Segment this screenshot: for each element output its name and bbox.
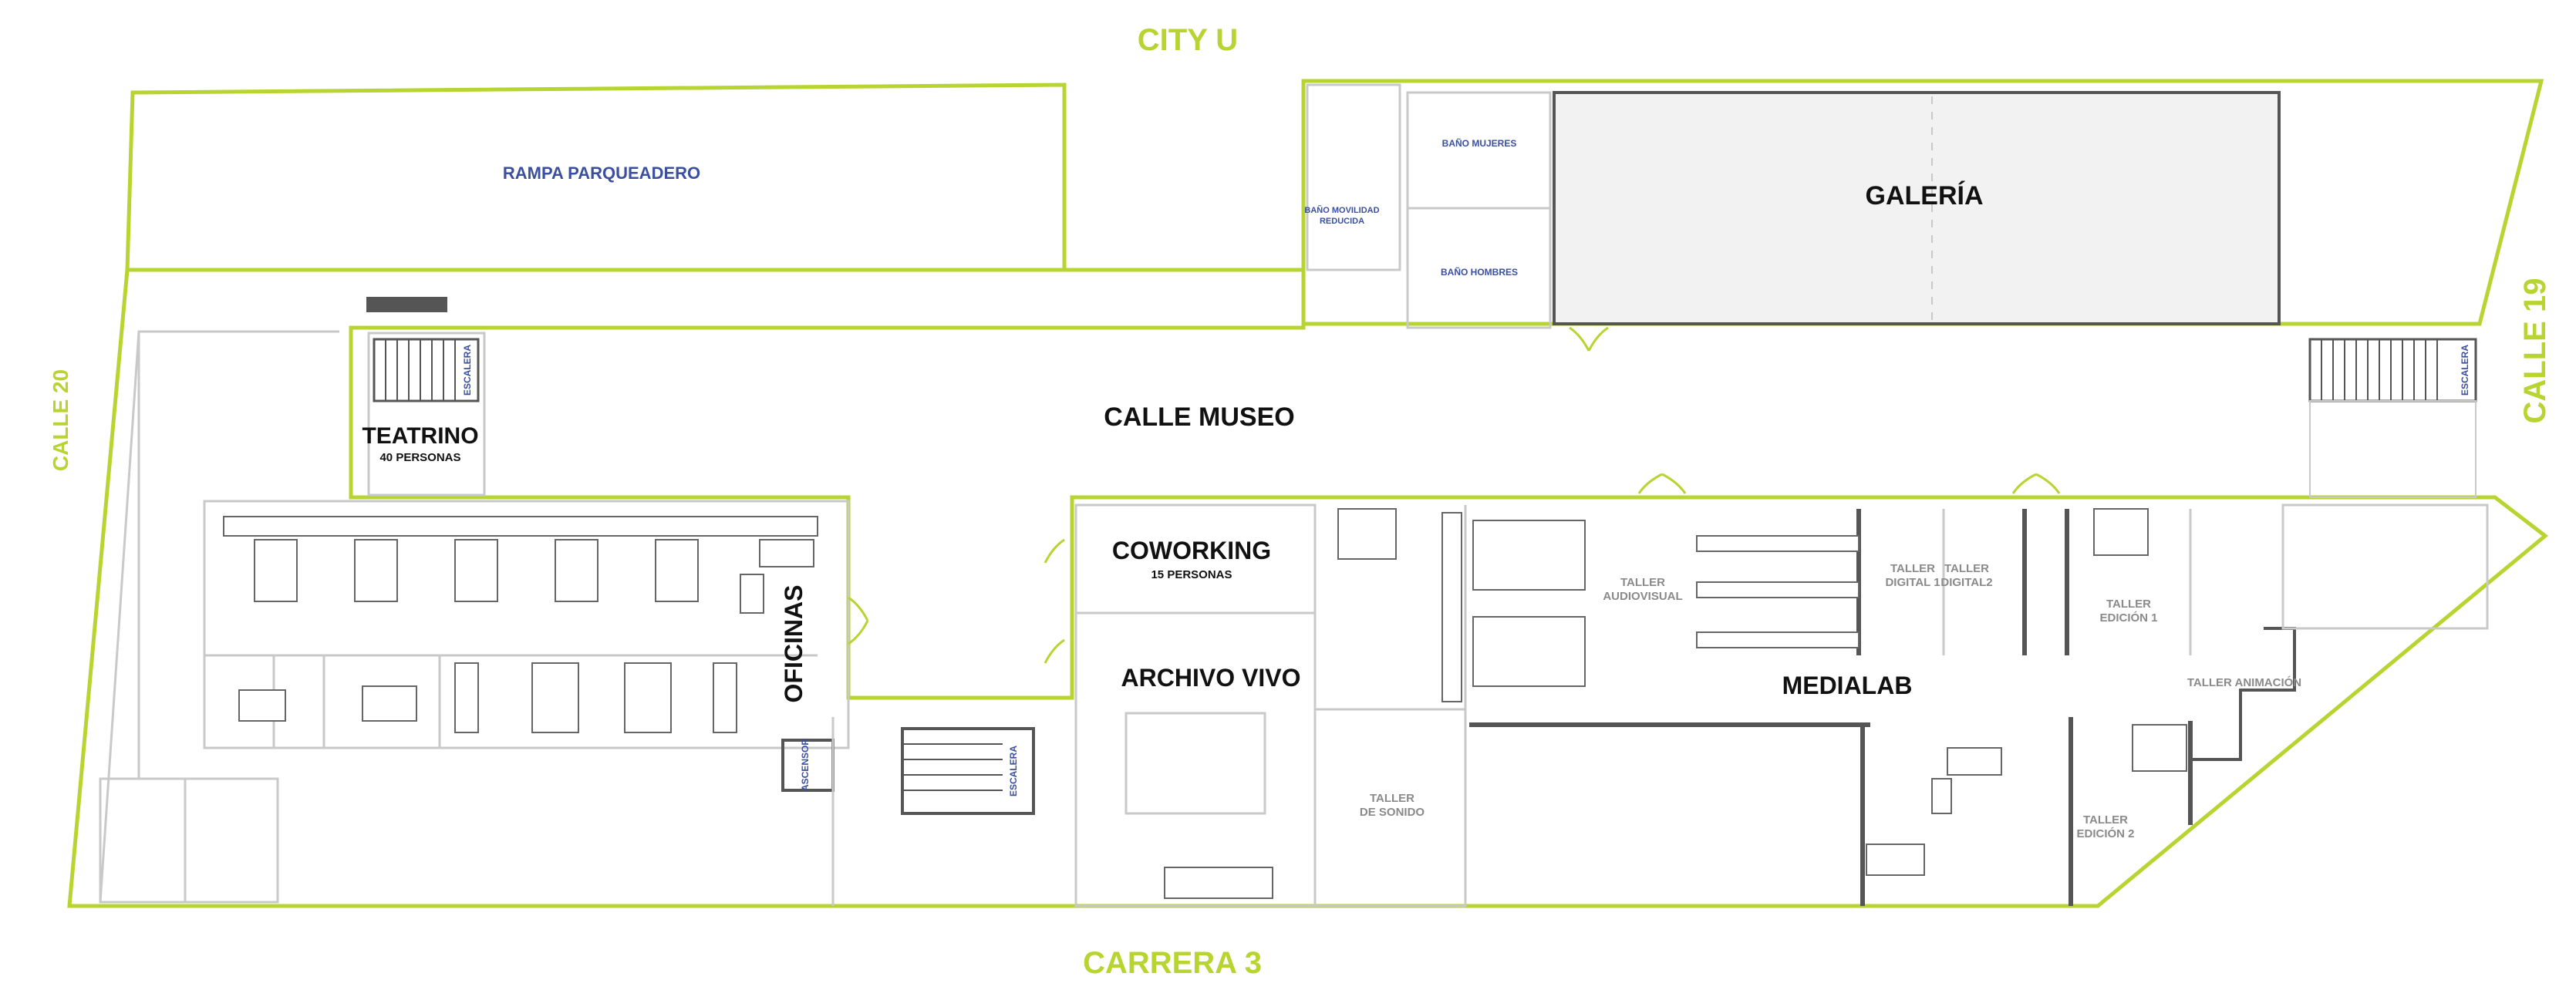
- label-taller-sonido-2: DE SONIDO: [1360, 806, 1425, 819]
- room-label-bano-movilidad-1: BAÑO MOVILIDAD: [1304, 205, 1379, 215]
- label-escalera-archivo: ESCALERA: [1008, 746, 1019, 796]
- street-label-north: CITY U: [1138, 23, 1238, 57]
- label-taller-audiovisual-1: TALLER: [1620, 576, 1665, 589]
- label-taller-edicion1-2: EDICIÓN 1: [2099, 611, 2157, 625]
- room-label-rampa: RAMPA PARQUEADERO: [503, 163, 700, 183]
- oficinas-furniture: [223, 516, 818, 733]
- label-taller-audiovisual-2: AUDIOVISUAL: [1603, 590, 1682, 603]
- label-taller-edicion2-2: EDICIÓN 2: [2076, 827, 2134, 840]
- room-capacity-teatrino: 40 PERSONAS: [379, 451, 460, 464]
- room-label-coworking: COWORKING: [1112, 537, 1271, 564]
- label-taller-edicion1-1: TALLER: [2106, 598, 2151, 611]
- room-label-teatrino: TEATRINO: [362, 423, 478, 449]
- street-label-west: CALLE 20: [49, 369, 72, 471]
- stairs-east: [2308, 338, 2477, 498]
- stairs-teatrino: [373, 338, 480, 402]
- room-label-bano-hombres: BAÑO HOMBRES: [1441, 266, 1518, 278]
- label-taller-digital1-2: DIGITAL 1: [1885, 576, 1940, 589]
- label-taller-digital2-1: TALLER: [1944, 562, 1989, 575]
- label-escalera-teatrino: ESCALERA: [462, 345, 473, 396]
- room-label-galeria: GALERÍA: [1866, 181, 1984, 210]
- room-label-oficinas: OFICINAS: [780, 585, 808, 703]
- stairs-archivo: [901, 727, 1035, 815]
- room-label-bano-mujeres: BAÑO MUJERES: [1442, 137, 1517, 149]
- building-outline: [67, 79, 2549, 908]
- label-taller-sonido-1: TALLER: [1370, 792, 1414, 805]
- room-label-medialab: MEDIALAB: [1782, 672, 1913, 699]
- medialab-furniture: [1164, 508, 2187, 899]
- ramp-marker: [366, 297, 447, 312]
- label-taller-edicion2-1: TALLER: [2083, 813, 2128, 827]
- interior-walls: [99, 83, 2489, 908]
- label-escalera-east: ESCALERA: [2460, 345, 2470, 396]
- room-label-archivo-vivo: ARCHIVO VIVO: [1121, 664, 1301, 692]
- door-icons: [848, 326, 2061, 664]
- room-label-calle-museo: CALLE MUSEO: [1104, 402, 1294, 432]
- label-taller-digital1-1: TALLER: [1890, 562, 1935, 575]
- label-ascensor: ASCENSOR: [800, 739, 811, 791]
- street-label-east: CALLE 19: [2518, 278, 2552, 424]
- room-capacity-coworking: 15 PERSONAS: [1151, 568, 1232, 581]
- street-label-south: CARRERA 3: [1083, 946, 1262, 980]
- room-label-bano-movilidad-2: REDUCIDA: [1320, 217, 1364, 226]
- label-taller-animacion: TALLER ANIMACIÓN: [2187, 675, 2301, 689]
- label-taller-digital2-2: DIGITAL2: [1940, 576, 1992, 589]
